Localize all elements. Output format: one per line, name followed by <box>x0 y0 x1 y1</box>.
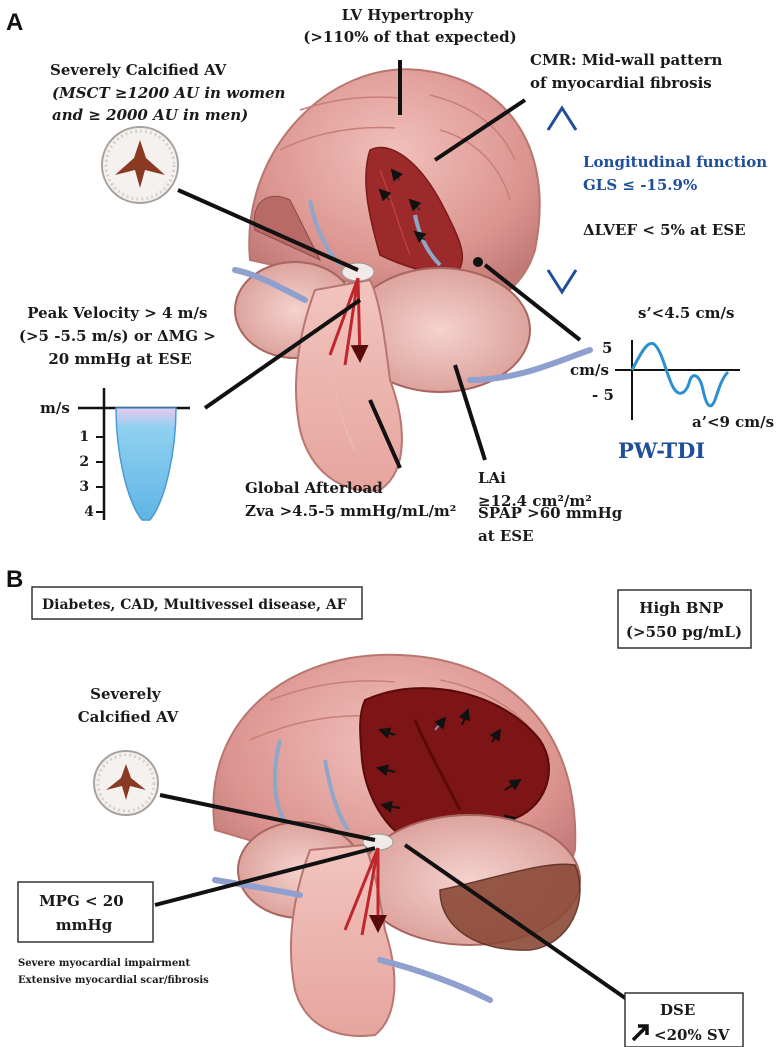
pw-tdi-plot: s’<4.5 cm/s 5 cm/s - 5 a’<9 cm/s PW-TDI <box>570 304 774 463</box>
tdi-axis-label: cm/s <box>570 361 609 379</box>
doppler-axis-label: m/s <box>40 399 70 417</box>
delta-lvef-label: ΔLVEF < 5% at ESE <box>583 221 746 239</box>
longitudinal-function-label: Longitudinal function GLS ≤ -15.9% <box>583 153 772 194</box>
dse-value: <20% SV <box>654 1026 730 1044</box>
tdi-a-label: a’<9 cm/s <box>692 413 774 431</box>
panel-a-letter: A <box>6 9 23 36</box>
tdi-tick-minus5: - 5 <box>592 386 614 404</box>
doppler-tick: 1 <box>79 429 89 445</box>
spap-label: SPAP >60 mmHg at ESE <box>478 504 627 545</box>
tdi-title: PW-TDI <box>618 438 705 463</box>
lv-hypertrophy-label: LV Hypertrophy (>110% of that expected) <box>303 6 517 46</box>
dse-title: DSE <box>660 1001 695 1019</box>
calcified-av-detail: (MSCT ≥1200 AU in women and ≥ 2000 AU in… <box>52 84 291 124</box>
tdi-tick-5: 5 <box>602 339 612 357</box>
mpg-box: MPG < 20 mmHg <box>18 882 153 942</box>
doppler-tick: 2 <box>79 454 89 470</box>
heart-a-illustration <box>235 69 590 490</box>
global-afterload-label: Global Afterload Zva >4.5-5 mmHg/mL/m² <box>245 479 456 520</box>
calcified-valve-icon-b <box>94 751 158 815</box>
panel-b-letter: B <box>6 566 23 593</box>
doppler-tick: 3 <box>79 479 89 495</box>
heart-b-illustration <box>213 655 580 1036</box>
calcified-valve-icon-a <box>102 127 178 203</box>
comorbidities-text: Diabetes, CAD, Multivessel disease, AF <box>42 597 347 613</box>
lai-marker-dot <box>473 257 483 267</box>
doppler-tick: 4 <box>84 504 94 520</box>
calcified-av-label-b: Severely Calcified AV <box>78 685 179 726</box>
cmr-label: CMR: Mid-wall pattern of myocardial fibr… <box>530 51 728 92</box>
peak-velocity-label: Peak Velocity > 4 m/s (>5 -5.5 m/s) or Δ… <box>19 304 221 368</box>
comorbidities-box: Diabetes, CAD, Multivessel disease, AF <box>32 587 362 619</box>
impairment-text: Severe myocardial impairment Extensive m… <box>18 958 209 986</box>
svg-text:1 2 3 4: 1 2 3 4 <box>79 429 94 520</box>
bnp-box: High BNP (>550 pg/mL) <box>618 590 751 648</box>
tdi-s-label: s’<4.5 cm/s <box>638 304 734 322</box>
cw-doppler-plot: m/s 1 2 3 4 <box>40 388 190 520</box>
dse-box: DSE <20% SV <box>625 993 743 1047</box>
calcified-av-label-a: Severely Calcified AV <box>50 61 227 79</box>
longitudinal-arrow <box>548 108 576 292</box>
